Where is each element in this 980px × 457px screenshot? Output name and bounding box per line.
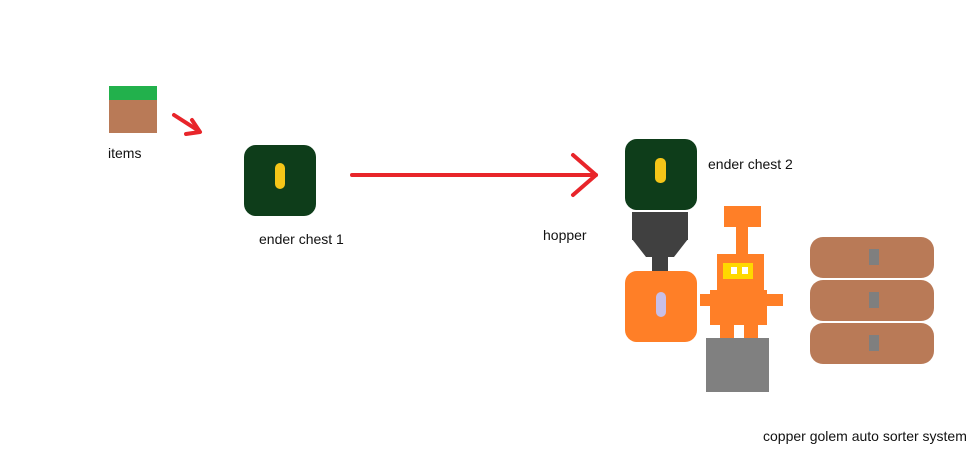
golem-rod-stem	[736, 227, 748, 254]
barrel-stack-icon	[810, 237, 934, 364]
golem-eyes	[723, 263, 753, 279]
arrow-chest1-to-chest2	[350, 153, 598, 197]
ender-chest-2-label: ender chest 2	[708, 156, 793, 172]
lock-icon	[275, 163, 285, 189]
ender-chest-1-icon	[244, 145, 316, 216]
lock-icon	[656, 292, 666, 317]
golem-left-leg	[720, 323, 734, 340]
golem-body	[710, 290, 767, 325]
lock-icon	[869, 292, 879, 308]
golem-left-arm	[700, 294, 712, 306]
golem-right-leg	[744, 323, 758, 340]
copper-chest-icon	[625, 271, 697, 342]
golem-rod-top	[724, 206, 761, 227]
hopper-label: hopper	[543, 227, 587, 243]
ender-chest-1-label: ender chest 1	[259, 231, 344, 247]
golem-right-arm	[766, 294, 783, 306]
stone-block-icon	[706, 338, 769, 392]
lock-icon	[869, 335, 879, 351]
items-label: items	[108, 145, 142, 161]
grass-top	[109, 86, 157, 100]
system-caption: copper golem auto sorter system	[763, 428, 967, 444]
ender-chest-2-icon	[625, 139, 697, 210]
copper-golem-icon	[700, 206, 783, 340]
hopper-icon	[632, 212, 688, 271]
lock-icon	[655, 158, 666, 183]
lock-icon	[869, 249, 879, 265]
grass-block-icon	[109, 86, 157, 133]
arrow-items-to-chest	[172, 113, 202, 136]
